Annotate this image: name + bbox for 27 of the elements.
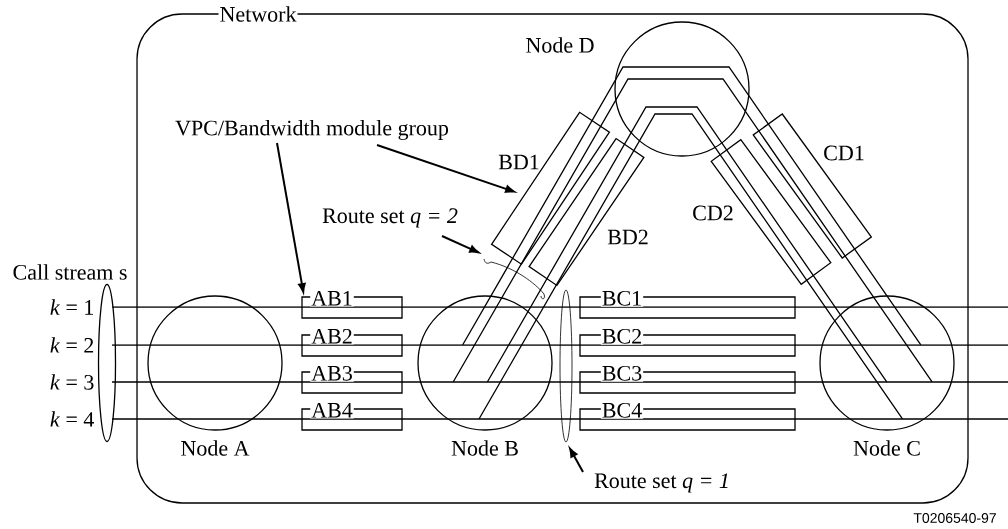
callout-text: VPC/Bandwidth module group: [175, 120, 449, 140]
leader-arrow: [376, 144, 515, 193]
grouping-ellipse: [559, 289, 573, 443]
module-box: BC4: [579, 401, 796, 431]
stream-index-label: k = 1: [50, 299, 93, 315]
module-box: AB3: [301, 364, 403, 394]
node-label: Node C: [853, 440, 920, 456]
node-label: Node A: [181, 440, 250, 456]
module-box: AB2: [301, 327, 403, 357]
stream-index-label: k = 3: [50, 374, 94, 390]
stream-index-label: k = 4: [50, 411, 94, 427]
leader-arrow: [276, 142, 306, 293]
leader-arrow: [441, 235, 479, 254]
module-box: AB4: [301, 401, 403, 431]
node-label: Node B: [451, 440, 518, 456]
figure-code: T0206540-97: [913, 513, 996, 523]
module-box: BC2: [579, 327, 796, 357]
module-box: BC3: [579, 364, 796, 394]
route-set-arc: [483, 258, 545, 300]
node-label: Call stream s: [13, 264, 127, 280]
leader-arrow: [569, 447, 584, 473]
module-box: BC1: [579, 289, 796, 319]
callout-text: Route set q = 1: [594, 473, 728, 493]
stream-index-label: k = 2: [50, 337, 94, 353]
module-box: AB1: [301, 289, 403, 319]
callout-text: Route set q = 2: [322, 208, 458, 228]
node-label: Node D: [526, 37, 594, 53]
